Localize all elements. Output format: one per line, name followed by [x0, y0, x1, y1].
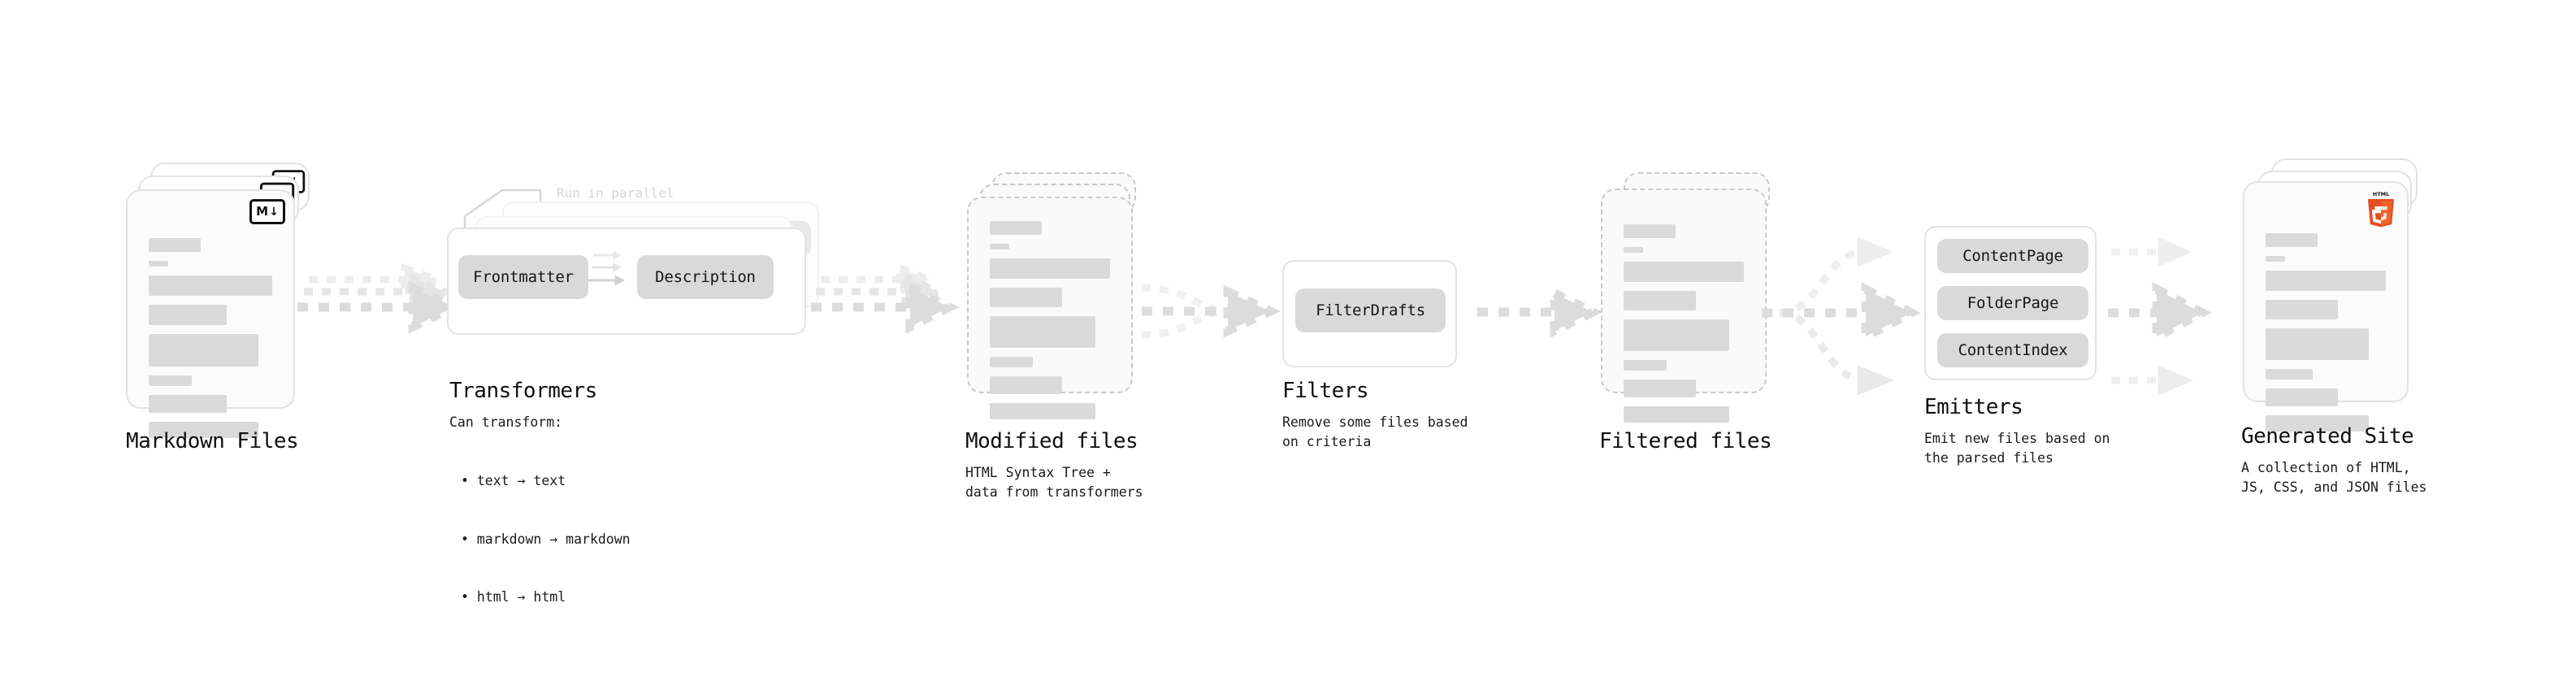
skeleton-bar — [2266, 388, 2338, 406]
filters-panel: FilterDrafts — [1282, 260, 1457, 367]
skeleton-bar — [149, 422, 259, 438]
emitter-pill-contentindex[interactable]: ContentIndex — [1937, 333, 2088, 367]
transformer-pill-label: Frontmatter — [473, 268, 574, 286]
filtered-card-skeleton — [1624, 224, 1744, 432]
skeleton-bar — [2266, 369, 2313, 380]
markdown-files-card-stack: M↓ M↓ M↓ — [126, 163, 313, 438]
skeleton-bar — [2266, 271, 2386, 291]
filter-pill-label: FilterDrafts — [1316, 301, 1425, 319]
emitters-description: Emit new files based on the parsed files — [1924, 431, 2110, 466]
skeleton-bar — [149, 275, 272, 296]
generated-site-description: A collection of HTML, JS, CSS, and JSON … — [2241, 460, 2427, 495]
emitter-pill-contentpage[interactable]: ContentPage — [1937, 239, 2088, 273]
skeleton-bar — [149, 305, 227, 325]
skeleton-bar — [1624, 360, 1667, 371]
modified-files-description: HTML Syntax Tree + data from transformer… — [965, 465, 1143, 500]
skeleton-bar — [1624, 380, 1696, 397]
skeleton-bar — [990, 244, 1009, 249]
html5-badge-label: HTML — [2373, 191, 2389, 197]
filters-description: Remove some files based on criteria — [1282, 414, 1468, 449]
emitters-panel: ContentPage FolderPage ContentIndex — [1924, 226, 2097, 380]
generated-site-card-stack: CSS HTML — [2243, 158, 2446, 432]
skeleton-bar — [1624, 291, 1696, 310]
skeleton-bar — [1624, 224, 1676, 238]
skeleton-bar — [2266, 233, 2318, 247]
skeleton-bar — [990, 357, 1034, 367]
skeleton-bar — [990, 403, 1096, 419]
skeleton-bar — [149, 375, 193, 386]
skeleton-bar — [990, 288, 1062, 307]
modified-files-title: Modified files — [965, 429, 1138, 453]
skeleton-bar — [1624, 406, 1730, 423]
emitter-pill-folderpage[interactable]: FolderPage — [1937, 286, 2088, 320]
transformers-description: Can transform: — [449, 414, 563, 430]
transformers-bullet-item: • text → text — [461, 472, 566, 488]
connector-transformers-to-modified — [811, 262, 960, 334]
skeleton-bar — [149, 395, 227, 413]
connector-modified-to-filters — [1141, 284, 1281, 339]
skeleton-bar — [2266, 256, 2285, 262]
filtered-files-title: Filtered files — [1599, 429, 1772, 453]
emitter-pill-label: FolderPage — [1967, 294, 2059, 312]
generated-site-title: Generated Site — [2241, 424, 2414, 449]
transformer-pill-description[interactable]: Description — [637, 255, 774, 299]
skeleton-bar — [1624, 319, 1730, 351]
transformers-bullet-item: • markdown → markdown — [461, 531, 631, 547]
skeleton-bar — [1624, 262, 1744, 282]
markdown-badge-front: M↓ — [249, 199, 285, 224]
markdown-card-skeleton — [149, 238, 272, 447]
emitter-pill-label: ContentPage — [1962, 247, 2063, 265]
run-in-parallel-label: Run in parallel — [557, 185, 674, 201]
skeleton-bar — [990, 221, 1042, 235]
skeleton-bar — [990, 376, 1062, 394]
skeleton-bar — [2266, 328, 2370, 360]
skeleton-bar — [149, 334, 259, 367]
transformers-bullet-item: • html → html — [461, 589, 566, 605]
skeleton-bar — [1624, 247, 1643, 253]
skeleton-bar — [2266, 300, 2338, 319]
emitters-title: Emitters — [1924, 395, 2023, 419]
filter-pill-filterdrafts[interactable]: FilterDrafts — [1295, 288, 1446, 332]
markdown-badge-letter: M — [256, 204, 269, 219]
html5-badge: HTML — [2365, 189, 2397, 228]
markdown-card-front: M↓ — [126, 189, 295, 438]
markdown-files-title: Markdown Files — [126, 429, 299, 453]
transformers-title: Transformers — [449, 379, 597, 403]
transformer-pill-label: Description — [655, 268, 756, 286]
transformers-panel: Frontmatter Description — [447, 228, 806, 335]
emitter-pill-label: ContentIndex — [1958, 341, 2068, 359]
skeleton-bar — [149, 238, 201, 252]
transformers-group: Run in parallel — [447, 185, 829, 354]
filters-title: Filters — [1282, 379, 1369, 403]
modified-card-skeleton — [990, 221, 1110, 428]
transformer-pill-frontmatter[interactable]: Frontmatter — [458, 255, 588, 299]
filtered-files-card-stack — [1601, 172, 1788, 432]
html5-shield-icon: HTML — [2368, 191, 2394, 228]
skeleton-bar — [990, 258, 1110, 279]
modified-card-front — [967, 197, 1133, 419]
skeleton-bar — [2266, 415, 2370, 432]
skeleton-bar — [149, 261, 168, 267]
modified-files-card-stack — [967, 172, 1154, 432]
filtered-card-front — [1601, 189, 1767, 423]
site-card-skeleton — [2266, 233, 2386, 440]
site-card-front: HTML — [2243, 181, 2409, 432]
markdown-badge-arrow-icon: ↓ — [269, 205, 279, 219]
transformers-bullet-list: • text → text • markdown → markdown • ht… — [449, 432, 631, 646]
skeleton-bar — [990, 316, 1096, 348]
